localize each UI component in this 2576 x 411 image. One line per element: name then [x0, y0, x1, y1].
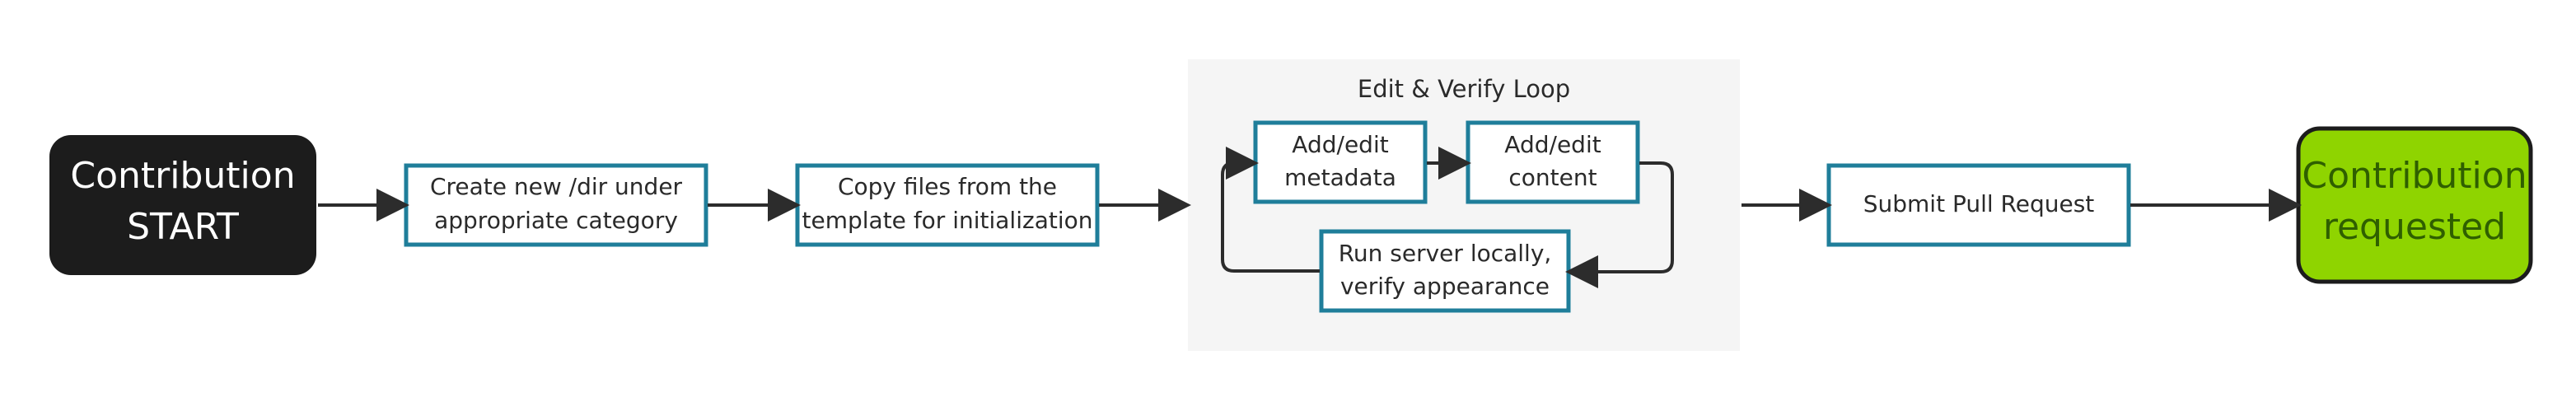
arrow-content-to-server	[1565, 161, 1674, 288]
create-dir-step: Create new /dir under appropriate catego…	[404, 163, 708, 247]
server-step-label-2: verify appearance	[1340, 273, 1550, 300]
loop-group-title: Edit & Verify Loop	[1358, 75, 1570, 103]
create-dir-step-label-2: appropriate category	[434, 207, 678, 234]
end-node: Contribution requested	[2296, 126, 2533, 284]
metadata-step-label-1: Add/edit	[1292, 131, 1388, 158]
metadata-step-label-2: metadata	[1284, 164, 1396, 191]
content-step-label-2: content	[1508, 164, 1597, 191]
submit-pr-step: Submit Pull Request	[1826, 163, 2131, 247]
server-step-label-1: Run server locally,	[1339, 240, 1552, 267]
start-node-label-2: START	[127, 206, 239, 248]
arrow-server-to-metadata	[1221, 147, 1320, 273]
copy-files-step-label-1: Copy files from the	[838, 173, 1057, 200]
content-step: Add/edit content	[1466, 120, 1640, 204]
metadata-step: Add/edit metadata	[1253, 120, 1428, 204]
copy-files-step: Copy files from the template for initial…	[795, 163, 1100, 247]
end-node-label-2: requested	[2323, 206, 2506, 248]
copy-files-step-label-2: template for initialization	[802, 207, 1093, 234]
content-step-label-1: Add/edit	[1504, 131, 1601, 158]
submit-pr-step-label: Submit Pull Request	[1863, 190, 2095, 217]
start-node-label-1: Contribution	[70, 155, 295, 197]
end-node-label-1: Contribution	[2302, 155, 2527, 197]
create-dir-step-label-1: Create new /dir under	[430, 173, 683, 200]
server-step: Run server locally, verify appearance	[1319, 229, 1571, 313]
start-node: Contribution START	[49, 135, 316, 275]
